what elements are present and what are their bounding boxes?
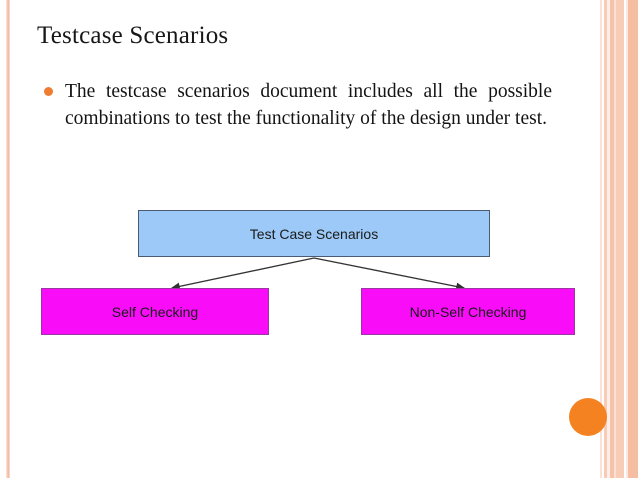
- bullet-item-text: The testcase scenarios document includes…: [65, 81, 552, 129]
- diagram-node-root[interactable]: Test Case Scenarios: [138, 210, 490, 257]
- diagram-node-non-self-checking[interactable]: Non-Self Checking: [361, 288, 575, 335]
- diagram-node-non-self-checking-label: Non-Self Checking: [409, 303, 527, 320]
- connector-to-non-self-checking: [313, 257, 466, 291]
- bullet-dot-icon: [44, 87, 53, 96]
- diagram-node-self-checking-label: Self Checking: [111, 303, 199, 320]
- connector-to-self-checking: [170, 257, 315, 291]
- diagram-node-self-checking[interactable]: Self Checking: [41, 288, 269, 335]
- right-border-stripes: [598, 0, 638, 478]
- left-border-stripe: [6, 0, 10, 478]
- accent-circle-decoration: [569, 398, 607, 436]
- bullet-list-item: The testcase scenarios document includes…: [44, 78, 552, 132]
- diagram-node-root-label: Test Case Scenarios: [249, 225, 379, 242]
- page-title: Testcase Scenarios: [37, 22, 229, 49]
